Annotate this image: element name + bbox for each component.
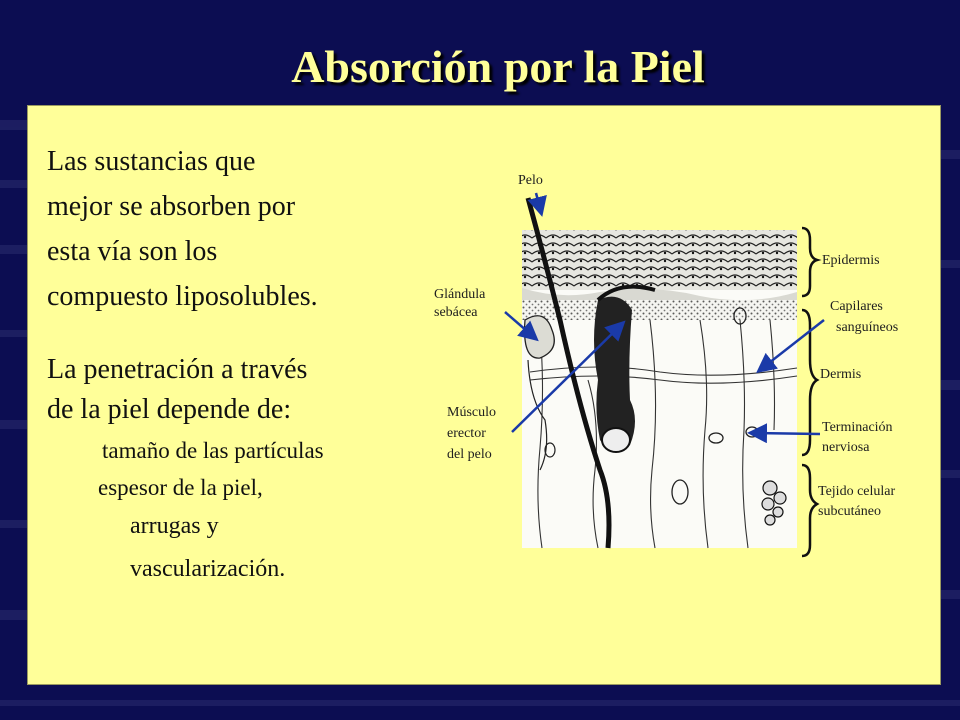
epidermis-brace bbox=[801, 226, 822, 298]
label-terminacion: Terminación nerviosa bbox=[822, 418, 893, 458]
penetration-line-2: de la piel depende de: bbox=[47, 394, 292, 425]
label-musculo-line-1: Músculo bbox=[447, 405, 496, 420]
intro-line-3: esta vía son los bbox=[47, 236, 218, 267]
intro-paragraph: Las sustancias que mejor se absorben por… bbox=[47, 139, 318, 319]
label-musculo-line-3: del pelo bbox=[447, 447, 492, 462]
label-glandula-line-1: Glándula bbox=[434, 287, 486, 302]
label-terminacion-line-2: nerviosa bbox=[822, 440, 870, 455]
factor-particle-size: tamaño de las partículas bbox=[102, 438, 324, 463]
factor-wrinkles: arrugas y bbox=[130, 513, 219, 539]
label-dermis: Dermis bbox=[820, 367, 862, 382]
intro-line-2: mejor se absorben por bbox=[47, 191, 296, 222]
pelo-pointer bbox=[527, 192, 547, 217]
layer-braces bbox=[801, 226, 822, 558]
label-glandula-line-2: sebácea bbox=[434, 305, 478, 320]
penetration-paragraph: La penetración a través de la piel depen… bbox=[47, 350, 307, 430]
label-capilares-line-2: sanguíneos bbox=[836, 320, 899, 335]
intro-line-1: Las sustancias que bbox=[47, 146, 256, 177]
factor-vascularization: vascularización. bbox=[130, 556, 286, 582]
label-tejido: Tejido celular subcutáneo bbox=[818, 482, 895, 522]
label-epidermis: Epidermis bbox=[822, 253, 880, 268]
skin-cross-section bbox=[522, 197, 798, 549]
label-pelo: Pelo bbox=[518, 173, 543, 188]
label-tejido-line-2: subcutáneo bbox=[818, 504, 881, 519]
label-tejido-line-1: Tejido celular bbox=[818, 484, 896, 499]
intro-line-4: compuesto liposolubles. bbox=[47, 281, 318, 312]
label-capilares: Capilares sanguíneos bbox=[830, 296, 898, 338]
label-musculo: Músculo erector del pelo bbox=[447, 402, 496, 465]
label-terminacion-line-1: Terminación bbox=[822, 420, 893, 435]
label-glandula: Glándula sebácea bbox=[434, 286, 485, 322]
glandula-pointer bbox=[504, 311, 539, 342]
pointer-lines bbox=[504, 192, 825, 444]
capilares-pointer bbox=[756, 319, 825, 374]
label-capilares-line-1: Capilares bbox=[830, 299, 883, 314]
slide-title: Absorción por la Piel bbox=[291, 41, 705, 92]
musculo-pointer bbox=[511, 320, 626, 433]
penetration-line-1: La penetración a través bbox=[47, 354, 308, 385]
factor-skin-thickness: espesor de la piel, bbox=[98, 475, 263, 500]
dermis-brace bbox=[801, 308, 820, 457]
terminacion-pointer bbox=[747, 423, 821, 444]
label-musculo-line-2: erector bbox=[447, 426, 486, 441]
subcutaneous-brace bbox=[801, 463, 820, 558]
